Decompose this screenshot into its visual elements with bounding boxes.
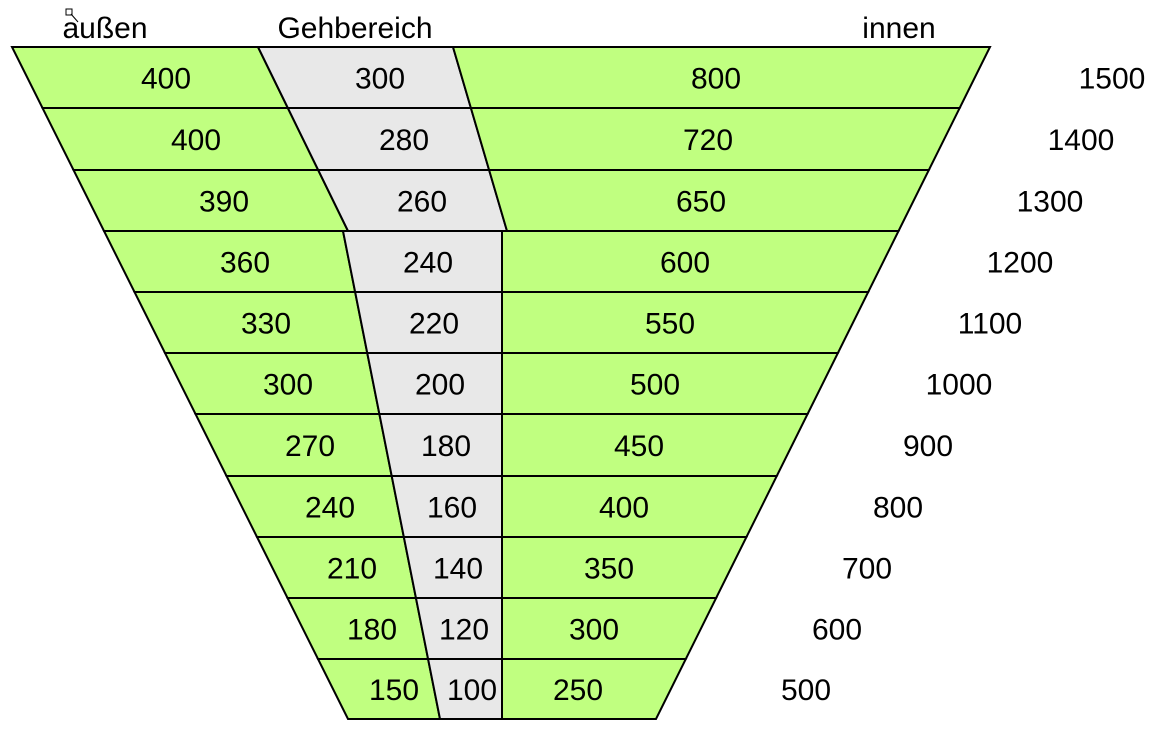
walkway-value: 300: [355, 63, 405, 96]
funnel-labels: 400 300 800 1500 400 280 720 1400 390 260 650 1300 3…: [141, 63, 1145, 708]
walkway-value: 280: [379, 124, 429, 157]
outer-value: 400: [141, 63, 191, 96]
total-value: 600: [812, 614, 862, 647]
walkway-value: 220: [409, 308, 459, 341]
total-value: 1100: [958, 308, 1023, 341]
inner-value: 650: [676, 186, 726, 219]
walkway-value: 180: [421, 430, 471, 463]
walkway-value: 100: [447, 674, 497, 707]
walkway-value: 260: [397, 186, 447, 219]
outer-value: 210: [327, 553, 377, 586]
outer-value: 300: [263, 369, 313, 402]
total-value: 1000: [926, 369, 993, 402]
total-value: 500: [781, 674, 831, 707]
walkway-value: 140: [433, 553, 483, 586]
total-value: 1500: [1079, 63, 1146, 96]
funnel-shapes: [10, 46, 992, 720]
inner-value: 720: [683, 124, 733, 157]
outer-value: 180: [347, 614, 397, 647]
walkway-value: 240: [403, 247, 453, 280]
walkway-value: 200: [415, 369, 465, 402]
inner-value: 250: [553, 674, 603, 707]
total-value: 1300: [1017, 186, 1084, 219]
outer-value: 390: [199, 186, 249, 219]
header-walkway: Gehbereich: [277, 12, 432, 45]
walkway-value: 120: [439, 614, 489, 647]
inner-cell: [501, 658, 688, 720]
total-value: 700: [842, 553, 892, 586]
header-inner: innen: [862, 12, 935, 45]
header-outer: außen: [62, 12, 147, 45]
inner-value: 400: [599, 492, 649, 525]
total-value: 900: [903, 430, 953, 463]
selection-handle-icon[interactable]: [65, 8, 79, 23]
inner-value: 350: [584, 553, 634, 586]
total-value: 1200: [987, 247, 1054, 280]
outer-value: 240: [305, 492, 355, 525]
outer-value: 270: [285, 430, 335, 463]
inner-value: 300: [569, 614, 619, 647]
inner-value: 550: [645, 308, 695, 341]
outer-value: 360: [220, 247, 270, 280]
outer-value: 150: [369, 674, 419, 707]
inner-value: 600: [660, 247, 710, 280]
total-value: 800: [873, 492, 923, 525]
inner-value: 800: [691, 63, 741, 96]
total-value: 1400: [1048, 124, 1115, 157]
inner-value: 500: [630, 369, 680, 402]
outer-value: 400: [171, 124, 221, 157]
inner-value: 450: [614, 430, 664, 463]
walkway-value: 160: [427, 492, 477, 525]
outer-value: 330: [241, 308, 291, 341]
